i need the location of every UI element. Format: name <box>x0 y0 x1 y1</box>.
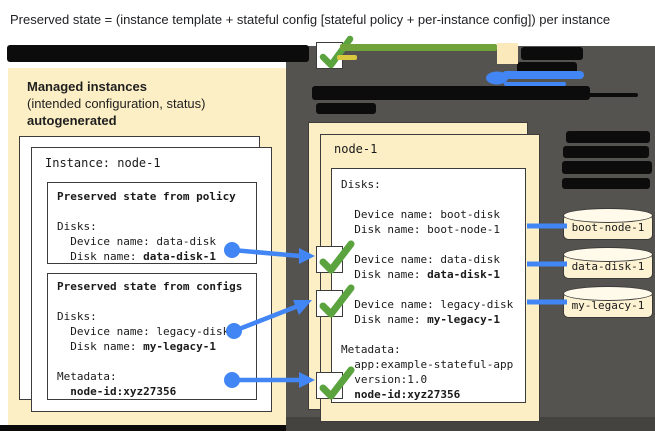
redaction-bar <box>588 93 638 97</box>
page-title: Preserved state = (instance template + s… <box>10 12 611 27</box>
node-line: Device name: boot-disk <box>341 207 525 222</box>
line-text: Disks: <box>341 178 381 191</box>
line-text <box>57 385 70 398</box>
spacer <box>341 192 525 207</box>
line-text: Metadata: <box>57 370 117 383</box>
configs-line: Metadata: <box>57 369 256 384</box>
line-text: version:1.0 <box>341 373 428 386</box>
line-text: Device name: data-disk <box>57 235 216 248</box>
node-line: node-id:xyz27356 <box>341 387 525 402</box>
node-state-box: Disks: Device name: boot-disk Disk name:… <box>331 168 526 403</box>
line-text-bold: my-legacy-1 <box>427 313 500 326</box>
configs-box: Preserved state from configs Disks: Devi… <box>47 273 257 400</box>
disk-label: my-legacy-1 <box>571 299 645 312</box>
node-line: app:example-stateful-app <box>341 357 525 372</box>
spacer <box>341 237 525 252</box>
preserved-checkbox-data-disk <box>316 240 355 274</box>
node-line: Disk name: data-disk-1 <box>341 267 525 282</box>
redaction-bar <box>312 86 590 100</box>
redaction-bar <box>563 146 649 158</box>
node-line: Metadata: <box>341 342 525 357</box>
spacer <box>57 354 256 369</box>
redaction-bar <box>562 178 650 189</box>
policy-box-title: Preserved state from policy <box>57 190 236 203</box>
heading-line: (intended configuration, status) <box>27 96 206 111</box>
line-text: Disk name: <box>57 340 144 353</box>
legend-yellow-dash <box>337 55 357 60</box>
node-line: Disks: <box>341 177 525 192</box>
line-text: Metadata: <box>341 343 401 356</box>
instance-label: Instance: node-1 <box>45 156 161 170</box>
line-text-bold: data-disk-1 <box>427 268 500 281</box>
spacer <box>341 282 525 297</box>
configs-line: Disk name: my-legacy-1 <box>57 339 256 354</box>
instance-card: Instance: node-1 Preserved state from po… <box>31 147 272 412</box>
policy-line: Disks: <box>57 219 256 234</box>
policy-box: Preserved state from policy Disks: Devic… <box>47 182 257 264</box>
heading-line: autogenerated <box>27 113 117 128</box>
line-text: app:example-stateful-app <box>341 358 514 371</box>
node-line: Disk name: my-legacy-1 <box>341 312 525 327</box>
line-text: Device name: boot-disk <box>341 208 500 221</box>
green-check-icon <box>319 284 355 318</box>
disk-label: data-disk-1 <box>571 260 645 273</box>
disk-cylinder-boot: boot-node-1 <box>562 208 653 240</box>
line-text: Device name: legacy-disk <box>341 298 514 311</box>
spacer <box>57 294 256 309</box>
node-line: Device name: legacy-disk <box>341 297 525 312</box>
line-text-bold: node-id:xyz27356 <box>354 388 461 401</box>
redaction-bar <box>7 45 309 62</box>
line-text: Disks: <box>57 220 97 233</box>
preserved-checkbox-legacy-disk <box>316 284 355 318</box>
redaction-bar <box>521 47 583 60</box>
policy-line: Device name: data-disk <box>57 234 256 249</box>
preserved-checkbox-node-id <box>316 366 355 400</box>
configs-box-title: Preserved state from configs <box>57 280 243 293</box>
redaction-bar <box>517 62 577 74</box>
line-text: Device name: legacy-disk <box>57 325 230 338</box>
configs-line: Disks: <box>57 309 256 324</box>
line-text: Device name: data-disk <box>341 253 500 266</box>
node-line: version:1.0 <box>341 372 525 387</box>
line-text-bold: data-disk-1 <box>143 250 216 263</box>
redaction-bar <box>316 103 376 114</box>
legend-beige-square <box>497 43 518 64</box>
configs-line: Device name: legacy-disk <box>57 324 256 339</box>
node-label: node-1 <box>334 142 378 156</box>
redaction-bar <box>562 161 652 174</box>
bottom-black-strip <box>0 425 286 431</box>
legend-green-line <box>340 44 497 51</box>
panel-heading: Managed instances (intended configuratio… <box>27 78 206 129</box>
node-line: Disk name: boot-node-1 <box>341 222 525 237</box>
policy-line: Disk name: data-disk-1 <box>57 249 256 264</box>
spacer <box>341 327 525 342</box>
redaction-bar <box>566 131 650 143</box>
configs-line: node-id:xyz27356 <box>57 384 256 399</box>
heading-line: Managed instances <box>27 79 147 94</box>
disk-cylinder-data: data-disk-1 <box>562 247 653 279</box>
line-text: Disks: <box>57 310 97 323</box>
green-check-icon <box>319 366 355 400</box>
line-text-bold: my-legacy-1 <box>143 340 216 353</box>
line-text: Disk name: boot-node-1 <box>341 223 500 236</box>
green-check-icon <box>319 240 355 274</box>
line-text-bold: node-id:xyz27356 <box>70 385 177 398</box>
node-line: Device name: data-disk <box>341 252 525 267</box>
title-bar: Preserved state = (instance template + s… <box>0 0 655 40</box>
spacer <box>57 204 256 219</box>
line-text: Disk name: <box>341 313 428 326</box>
disk-label: boot-node-1 <box>571 221 645 234</box>
disk-cylinder-legacy: my-legacy-1 <box>562 286 653 318</box>
line-text: Disk name: <box>341 268 428 281</box>
line-text: Disk name: <box>57 250 144 263</box>
